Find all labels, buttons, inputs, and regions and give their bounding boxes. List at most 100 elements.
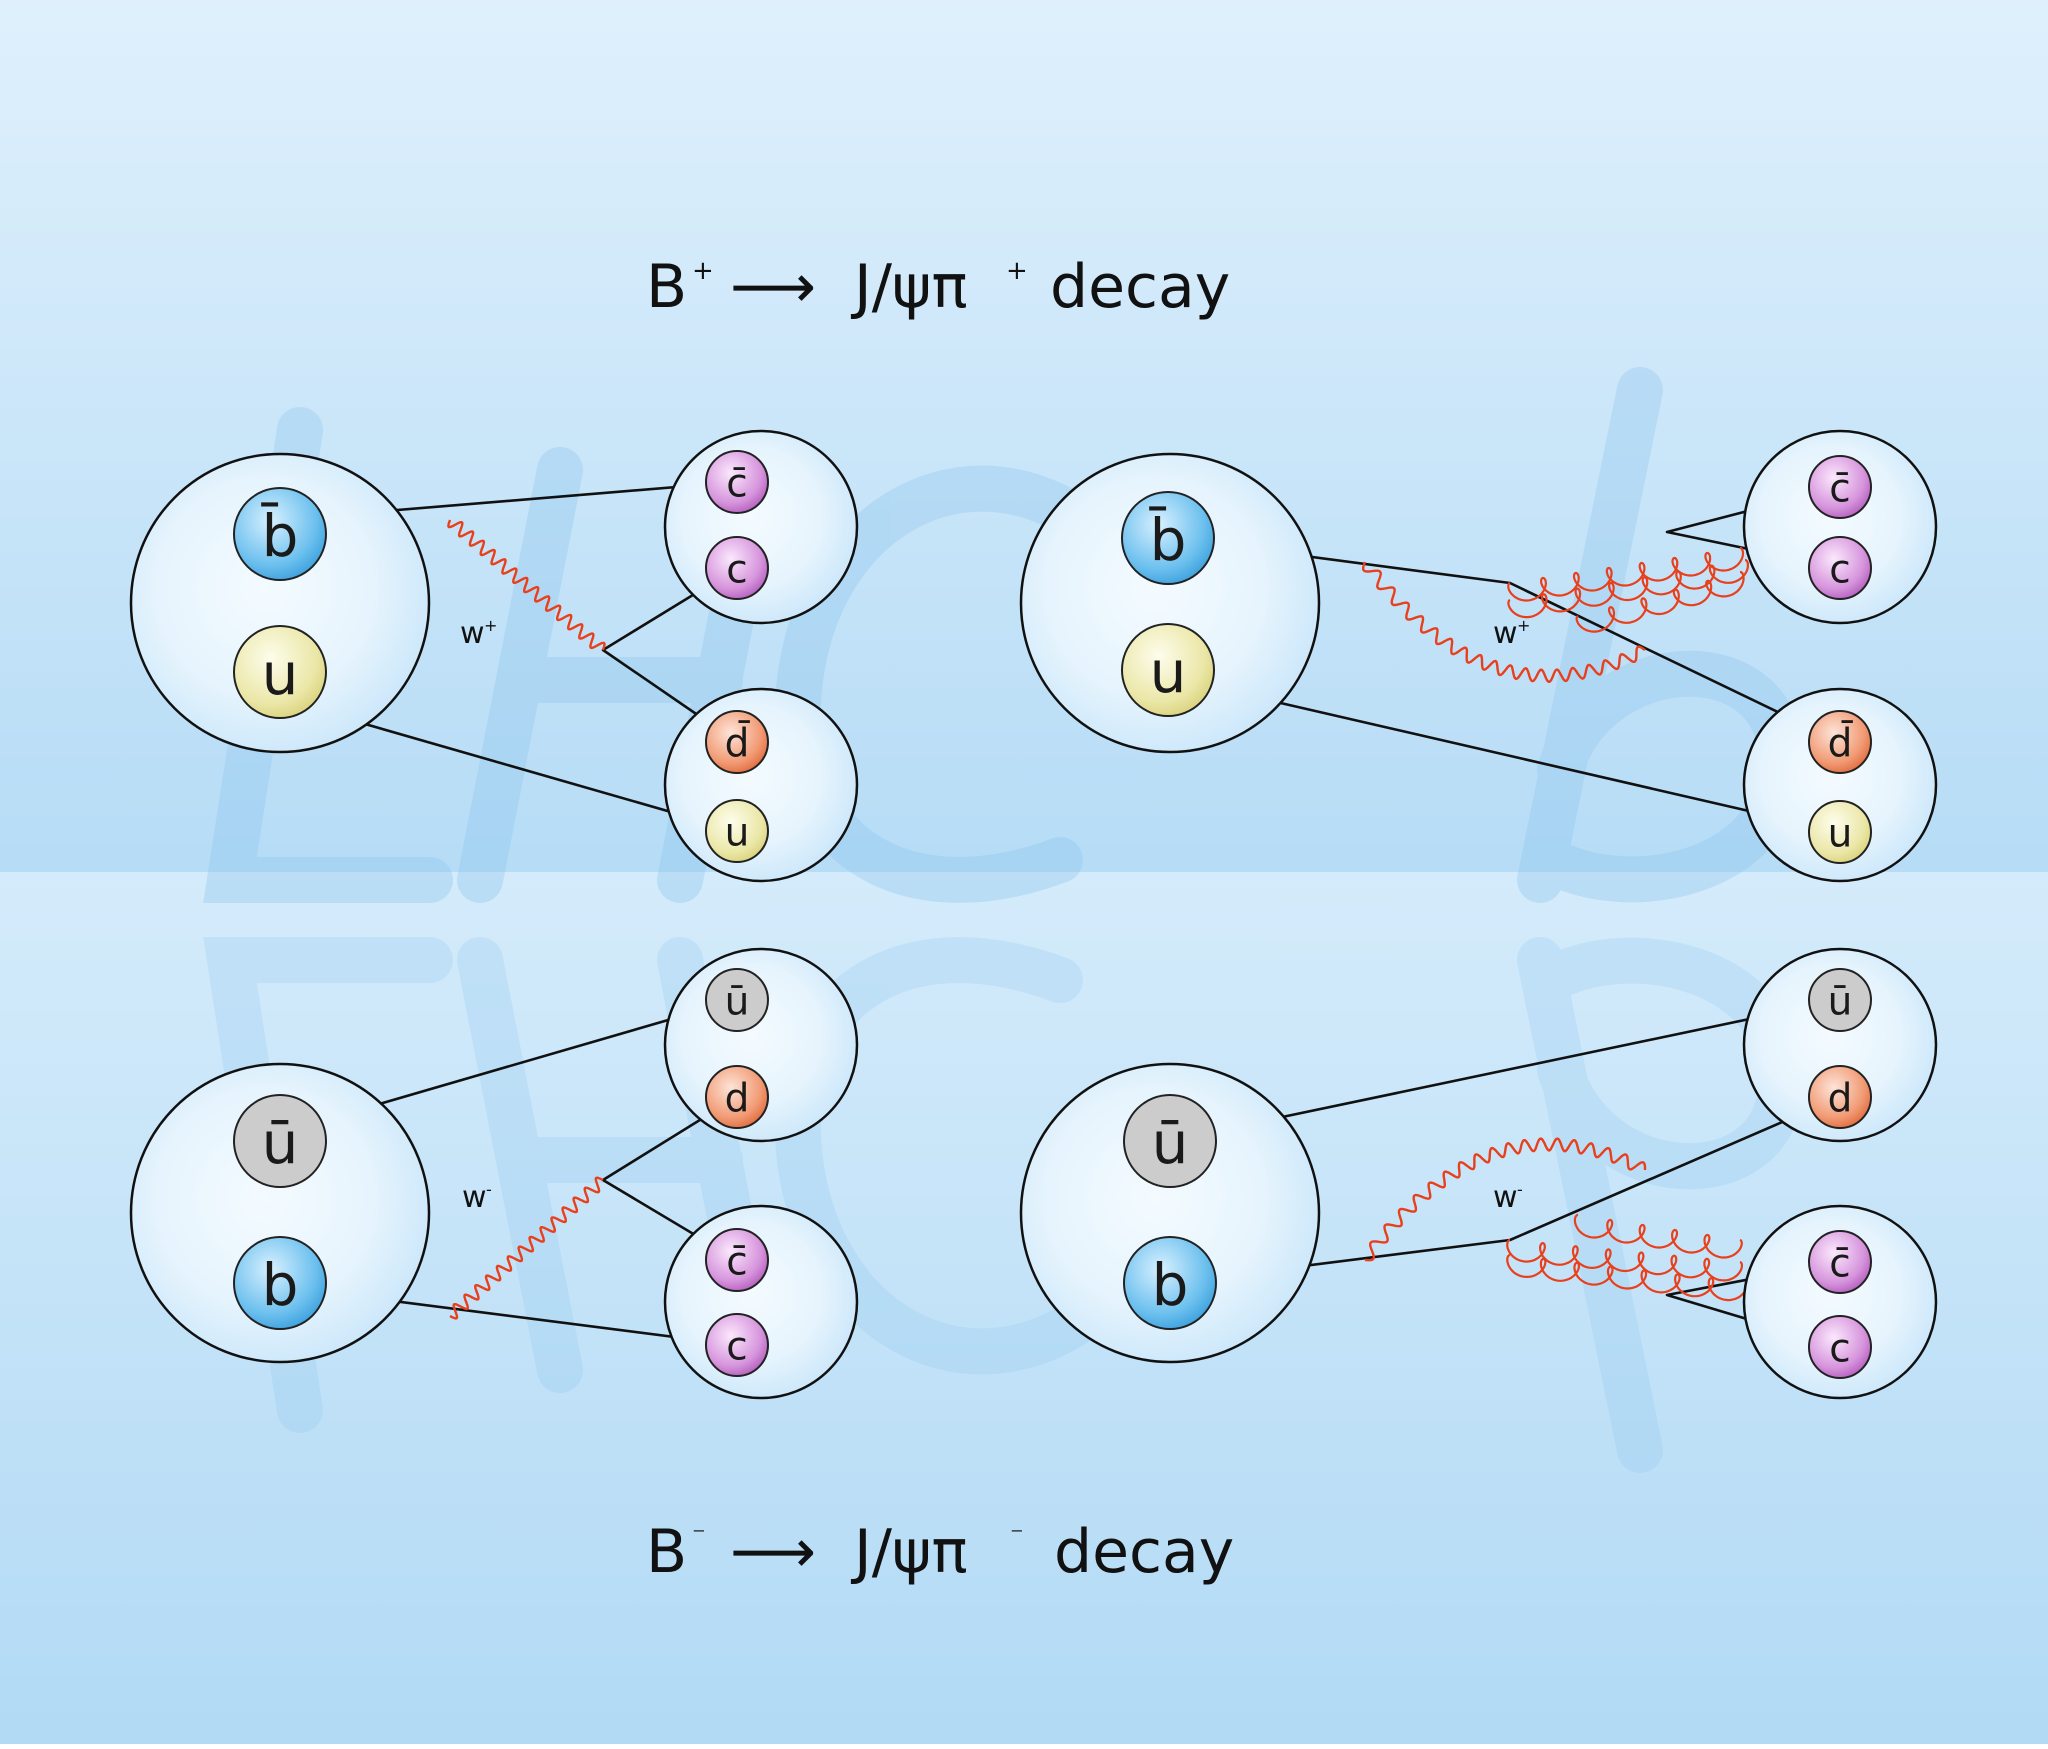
tr-jpsi [1742,429,1938,625]
tl-quark-meson-1: b̄ [233,487,327,581]
tr-quark-jpsi-2-ball [1808,536,1872,600]
title-top-particle: B [646,252,687,322]
tl-w-label-sign: + [484,616,497,635]
tl-quark-jpsi-1-ball [705,450,769,514]
br-quark-jpsi-1-label: c̄ [1829,1242,1850,1287]
br-quark-meson-1: ū [1123,1094,1217,1188]
bl-quark-jpsi-1: c̄ [705,1228,769,1292]
bl-quark-jpsi-2-ball [705,1313,769,1377]
tr-w-label: w+ [1493,616,1530,651]
title-top-products: J/ψπ [850,252,968,322]
tr-quark-meson-1: b̄ [1121,491,1215,585]
bl-quark-jpsi-2-label: c [726,1325,747,1370]
bl-quark-pion-1-ball [705,968,769,1032]
bl-quark-pion-1: ū [705,968,769,1032]
br-quark-pion-1: ū [1808,968,1872,1032]
tr-quark-pion-2: u [1808,800,1872,864]
bl-quark-jpsi-1-label: c̄ [726,1240,747,1285]
title-bottom-arrow: ⟶ [730,1517,816,1587]
tr-gluon-1 [1507,546,1745,602]
tr-quark-pion-2-ball [1808,800,1872,864]
tl-quark-jpsi-2-ball [705,536,769,600]
tl-quark-meson-2: u [233,625,327,719]
tr-w-boson [1362,561,1646,683]
tr-quark-jpsi-1-label: c̄ [1829,467,1850,512]
tr-quark-pion-2-label: u [1828,812,1853,857]
tl-quark-pion-1-label: d̄ [725,720,751,766]
tr-gluon-2 [1507,558,1749,619]
br-quark-meson-1-label: ū [1152,1109,1189,1177]
br-quark-pion-2-ball [1808,1065,1872,1129]
tr-quark-meson-2: u [1121,623,1215,717]
bl-quark-pion-2: d [705,1065,769,1129]
bl-w-label-sign: - [486,1180,492,1199]
br-w-label: w- [1493,1180,1523,1215]
tr-w-label-sign: + [1517,616,1530,635]
br-quark-meson-2-label: b [1152,1251,1189,1319]
br-jpsi [1742,1204,1938,1400]
boson-labels: w+w+w-w- [460,616,1530,1215]
watermark-stroke-3-reflection [774,937,1103,1375]
bl-quark-pion-1-label: ū [725,980,750,1025]
br-quark-pion-1-ball [1808,968,1872,1032]
tl-quark-meson-1-label: b̄ [261,500,298,570]
bl-w-label-base: w [462,1180,487,1215]
br-gluon-2 [1506,1253,1748,1302]
tl-quark-pion-1-ball [705,710,769,774]
tl-quark-jpsi-1: c̄ [705,450,769,514]
title-bottom-word: decay [1054,1517,1234,1587]
tl-w-label-base: w [460,616,485,651]
tr-quark-pion-1: d̄ [1808,710,1872,774]
tr-quark-jpsi-1-ball [1808,455,1872,519]
tl-meson [129,452,431,754]
br-pion [1742,947,1938,1143]
tl-pion [663,687,859,883]
watermark-stroke-3 [774,465,1103,903]
bl-quark-meson-2-ball [233,1236,327,1330]
br-quark-pion-2-label: d [1828,1077,1853,1122]
bl-quark-meson-1-label: ū [262,1109,299,1177]
bl-quark-pion-2-label: d [725,1077,750,1122]
br-quark-jpsi-2-ball [1808,1315,1872,1379]
tl-quark-pion-1: d̄ [705,710,769,774]
title-top-arrow: ⟶ [730,252,816,322]
tl-quark-meson-1-ball [233,487,327,581]
bl-quark-meson-2: b [233,1236,327,1330]
tl-quark-meson-2-ball [233,625,327,719]
tr-quark-jpsi-2-label: c [1829,548,1850,593]
tl-quark-pion-2-label: u [725,811,750,856]
br-w-boson [1364,1137,1647,1262]
br-quark-jpsi-1: c̄ [1808,1230,1872,1294]
tr-quark-meson-2-label: u [1150,638,1187,706]
tl-quark-pion-2-ball [705,799,769,863]
br-quark-jpsi-2-label: c [1829,1327,1850,1372]
bl-meson [129,1062,431,1364]
tl-quark-jpsi-1-label: c̄ [726,462,747,507]
tr-pion [1742,687,1938,883]
tl-quark-meson-2-label: u [262,640,299,708]
bl-quark-jpsi-1-ball [705,1228,769,1292]
title-bottom-products-sign: ⁻ [1010,1521,1024,1551]
br-quark-pion-1-label: ū [1828,980,1853,1025]
br-quark-meson-2-ball [1123,1236,1217,1330]
tr-quark-pion-1-label: d̄ [1828,720,1854,766]
bl-w-label: w- [462,1180,492,1215]
bl-quark-meson-1-ball [233,1094,327,1188]
tr-quark-meson-1-ball [1121,491,1215,585]
tr-quark-jpsi-1: c̄ [1808,455,1872,519]
tl-w-boson [447,519,606,651]
br-gluon-3 [1573,1213,1743,1259]
tr-meson [1019,452,1321,754]
tr-quark-pion-1-ball [1808,710,1872,774]
br-gluon-1 [1506,1238,1743,1282]
br-quark-meson-1-ball [1123,1094,1217,1188]
title-bottom-particle: B [646,1517,687,1587]
bl-quark-pion-2-ball [705,1065,769,1129]
br-w-label-base: w [1493,1180,1518,1215]
tr-quark-meson-1-label: b̄ [1149,504,1186,574]
tr-w-label-base: w [1493,616,1518,651]
br-quark-jpsi-2: c [1808,1315,1872,1379]
